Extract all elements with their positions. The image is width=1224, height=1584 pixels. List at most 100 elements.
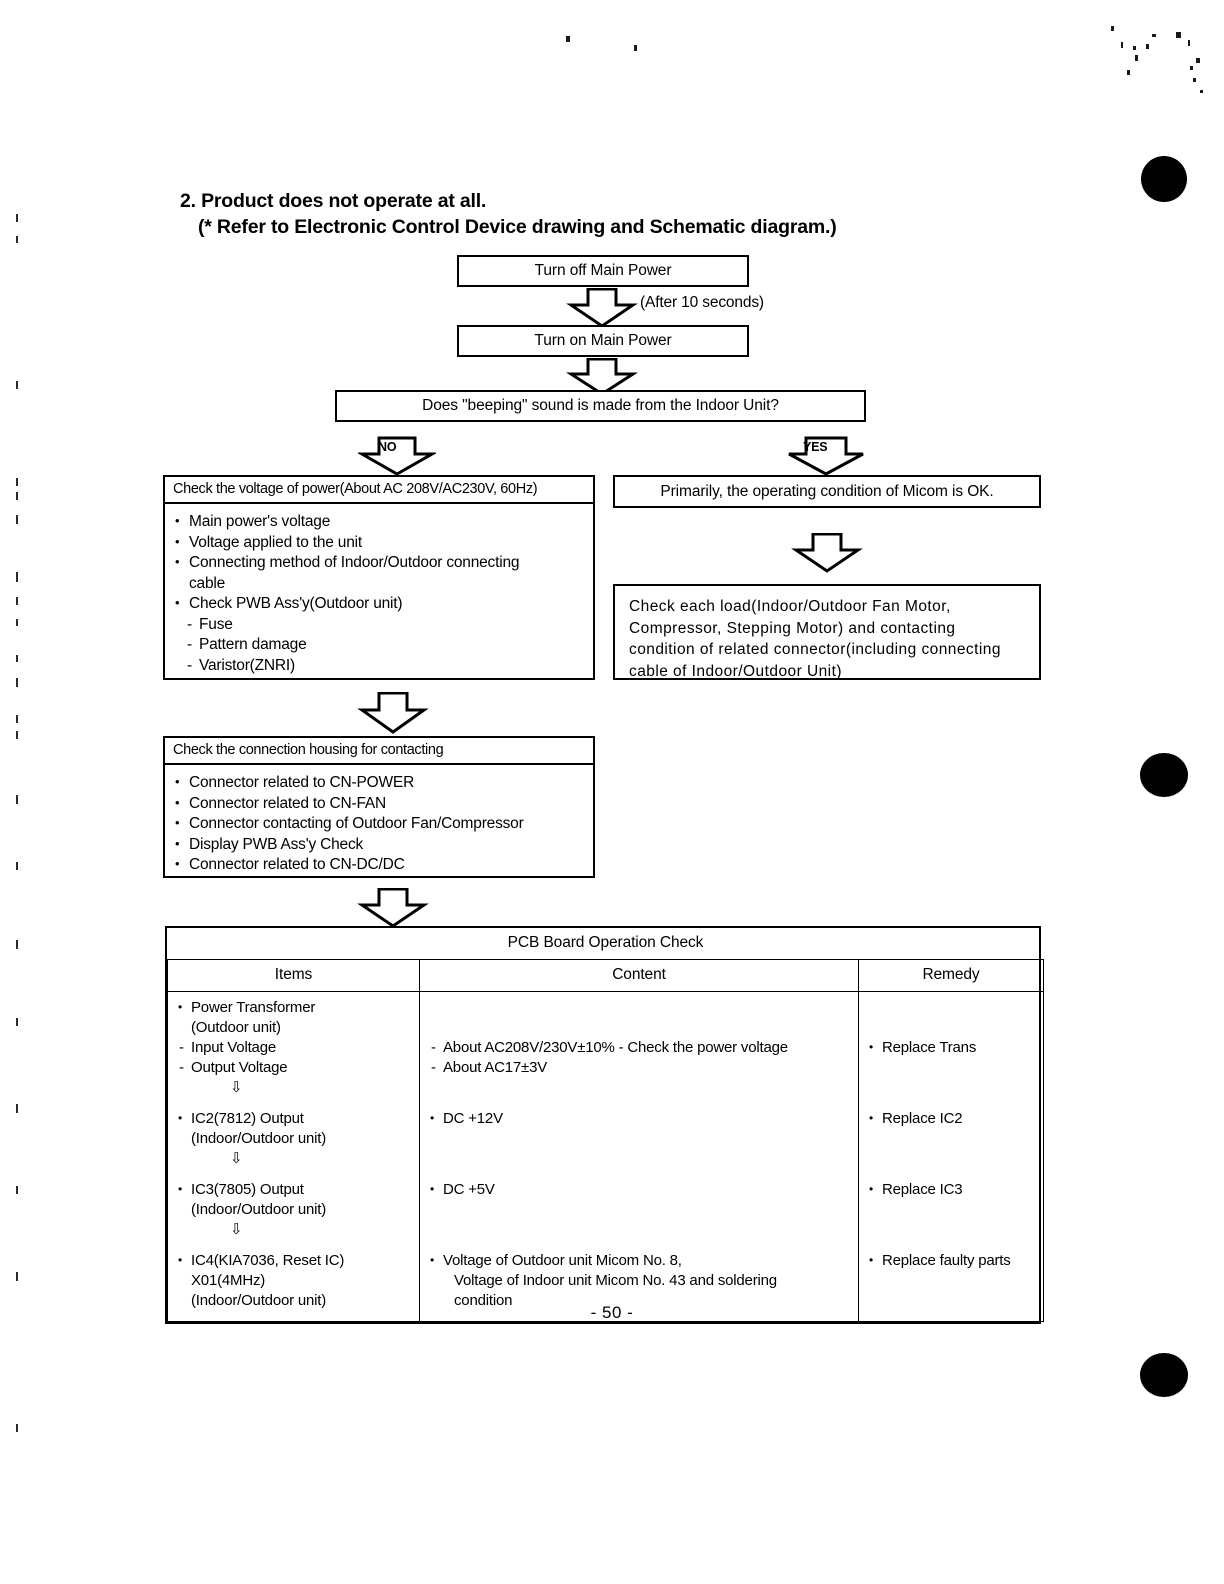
list-item: (Indoor/Outdoor unit) — [191, 1130, 327, 1147]
step-label: Turn off Main Power — [534, 262, 672, 279]
list-item: Input Voltage — [178, 1038, 411, 1058]
check-connection-housing-box: Check the connection housing for contact… — [163, 736, 595, 878]
list-item: Voltage applied to the unit — [175, 532, 583, 554]
table-row: IC3(7805) Output (Indoor/Outdoor unit) ⇩… — [167, 1174, 1044, 1245]
branch-label-yes: YES — [803, 440, 828, 454]
column-header-content: Content — [419, 959, 859, 992]
margin-tick — [16, 478, 18, 486]
cell-remedy: Replace IC2 — [858, 1103, 1044, 1174]
connection-housing-body: Connector related to CN-POWER Connector … — [165, 765, 593, 884]
list-item: condition — [454, 1292, 513, 1309]
scan-artifact-dot — [1140, 1353, 1188, 1397]
scan-speckle — [1133, 46, 1136, 50]
list-item: IC2(7812) Output — [178, 1108, 411, 1129]
margin-tick — [16, 236, 18, 243]
list-item: (Outdoor unit) — [191, 1019, 281, 1036]
margin-tick — [16, 1272, 18, 1281]
flow-arrow-no — [358, 436, 436, 476]
table-row: Power Transformer (Outdoor unit) Input V… — [167, 991, 1044, 1103]
list-item: Voltage of Outdoor unit Micom No. 8, — [430, 1250, 850, 1271]
list-item: About AC208V/230V±10% - Check the power … — [430, 1038, 850, 1058]
step-turn-on-main-power: Turn on Main Power — [457, 325, 749, 357]
list-item: Pattern damage — [175, 635, 583, 656]
check-each-load-box: Check each load(Indoor/Outdoor Fan Motor… — [613, 584, 1041, 680]
margin-tick — [16, 655, 18, 662]
list-item: Replace Trans — [869, 1037, 1035, 1058]
list-item: Varistor(ZNRI) — [175, 656, 583, 677]
list-item: Check PWB Ass'y(Outdoor unit) — [175, 593, 583, 615]
scan-artifact-dot — [1140, 753, 1188, 797]
cell-content: DC +5V — [419, 1174, 859, 1245]
margin-tick — [16, 715, 18, 723]
branch-label-no: NO — [378, 440, 397, 454]
table-title-row: PCB Board Operation Check — [167, 928, 1044, 960]
scan-speckle — [1152, 34, 1156, 37]
margin-tick — [16, 515, 18, 524]
check-voltage-body: Main power's voltage Voltage applied to … — [165, 504, 593, 684]
list-item: Replace faulty parts — [869, 1250, 1035, 1271]
check-voltage-list: Main power's voltage Voltage applied to … — [175, 511, 583, 677]
list-item: X01(4MHz) — [191, 1272, 266, 1289]
page-subtitle: (* Refer to Electronic Control Device dr… — [198, 216, 837, 238]
margin-tick — [16, 731, 18, 739]
list-item: DC +5V — [430, 1179, 850, 1200]
list-item: Display PWB Ass'y Check — [175, 834, 583, 856]
scan-speckle — [1111, 26, 1114, 31]
list-item: Power Transformer — [178, 997, 411, 1018]
list-item: Connecting method of Indoor/Outdoor conn… — [175, 552, 583, 574]
scan-speckle — [1135, 55, 1138, 61]
table-row: IC2(7812) Output (Indoor/Outdoor unit) ⇩… — [167, 1103, 1044, 1174]
list-item: Output Voltage — [178, 1058, 411, 1078]
scan-speckle — [1188, 40, 1190, 46]
delay-note: (After 10 seconds) — [640, 294, 764, 311]
cell-content: About AC208V/230V±10% - Check the power … — [419, 991, 859, 1103]
page-number: - 50 - — [590, 1303, 634, 1322]
check-voltage-header: Check the voltage of power(About AC 208V… — [165, 477, 593, 504]
margin-tick — [16, 1104, 18, 1113]
page-title: 2. Product does not operate at all. — [180, 190, 487, 212]
text-line: cable of Indoor/Outdoor Unit) — [629, 662, 842, 680]
micom-ok-statement-box: Primarily, the operating condition of Mi… — [613, 475, 1041, 508]
list-item-continuation: cable — [189, 574, 226, 592]
scan-speckle — [1127, 70, 1130, 75]
scan-speckle — [1193, 78, 1196, 82]
list-item: Connector related to CN-POWER — [175, 772, 583, 794]
margin-tick — [16, 572, 18, 582]
scan-speckle — [566, 36, 570, 42]
micom-ok-label: Primarily, the operating condition of Mi… — [660, 482, 994, 500]
margin-tick — [16, 940, 18, 949]
margin-tick — [16, 1018, 18, 1026]
connection-housing-header: Check the connection housing for contact… — [165, 738, 593, 765]
cell-remedy: Replace faulty parts — [858, 1245, 1044, 1322]
scan-speckle — [1200, 90, 1203, 93]
pcb-board-operation-check-table: PCB Board Operation Check Items Content … — [165, 926, 1044, 1324]
cell-items: IC3(7805) Output (Indoor/Outdoor unit) ⇩ — [167, 1174, 420, 1245]
margin-tick — [16, 381, 18, 389]
scan-speckle — [634, 45, 637, 51]
flow-arrow-down — [357, 888, 429, 928]
scan-speckle — [1121, 42, 1123, 48]
margin-tick — [16, 492, 18, 500]
scan-speckle — [1176, 32, 1181, 38]
check-each-load-text: Check each load(Indoor/Outdoor Fan Motor… — [615, 586, 1039, 690]
list-item: Fuse — [175, 615, 583, 636]
cell-content: Voltage of Outdoor unit Micom No. 8, Vol… — [419, 1245, 859, 1322]
flow-arrow-yes — [785, 436, 867, 476]
list-item: Replace IC3 — [869, 1179, 1035, 1200]
scan-speckle — [1196, 58, 1200, 63]
flow-arrow-down — [791, 533, 863, 573]
margin-tick — [16, 795, 18, 804]
flow-down-glyph: ⇩ — [230, 1150, 243, 1167]
flow-down-glyph: ⇩ — [230, 1221, 243, 1238]
table-title: PCB Board Operation Check — [167, 928, 1044, 960]
list-item: IC4(KIA7036, Reset IC) — [178, 1250, 411, 1271]
list-item: Connector contacting of Outdoor Fan/Comp… — [175, 813, 583, 835]
flow-arrow-down — [566, 358, 638, 396]
cell-remedy: Replace Trans — [858, 991, 1044, 1103]
step-label: Turn on Main Power — [534, 332, 672, 349]
table-row: IC4(KIA7036, Reset IC) X01(4MHz) (Indoor… — [167, 1245, 1044, 1322]
list-item: Replace IC2 — [869, 1108, 1035, 1129]
margin-tick — [16, 1186, 18, 1194]
margin-tick — [16, 1424, 18, 1432]
